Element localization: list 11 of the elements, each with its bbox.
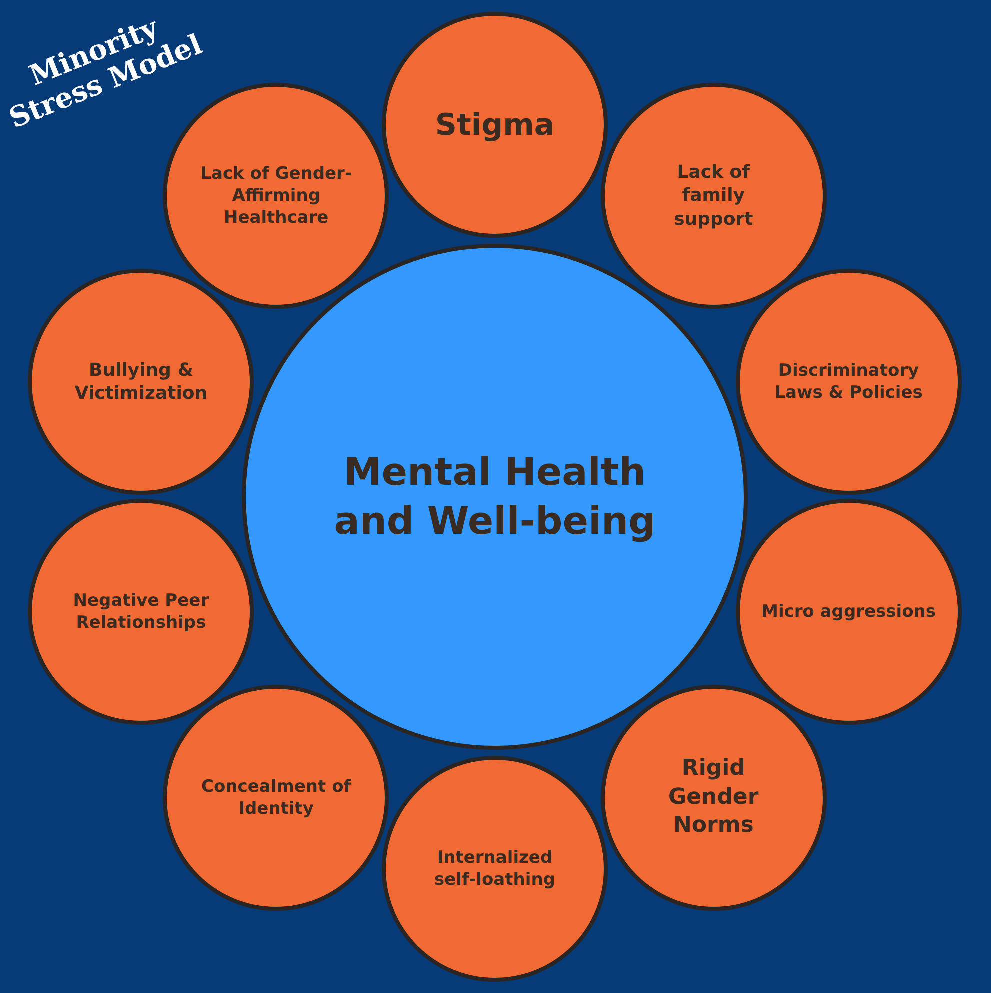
node-label: Mental Health and Well-being	[333, 448, 657, 545]
node-label: Rigid Gender Norms	[668, 755, 760, 840]
node-label: Discriminatory Laws & Policies	[774, 360, 924, 404]
node-label: Lack of family support	[673, 160, 754, 232]
node-label: Negative Peer Relationships	[72, 590, 210, 634]
node-label: Concealment of Identity	[200, 776, 352, 820]
node-label: Internalized self-loathing	[434, 846, 556, 892]
node-label: Lack of Gender-Affirming Healthcare	[200, 162, 353, 230]
node-label: Micro aggressions	[762, 600, 936, 623]
node-label: Stigma	[435, 106, 555, 144]
node-label: Bullying & Victimization	[74, 358, 209, 406]
